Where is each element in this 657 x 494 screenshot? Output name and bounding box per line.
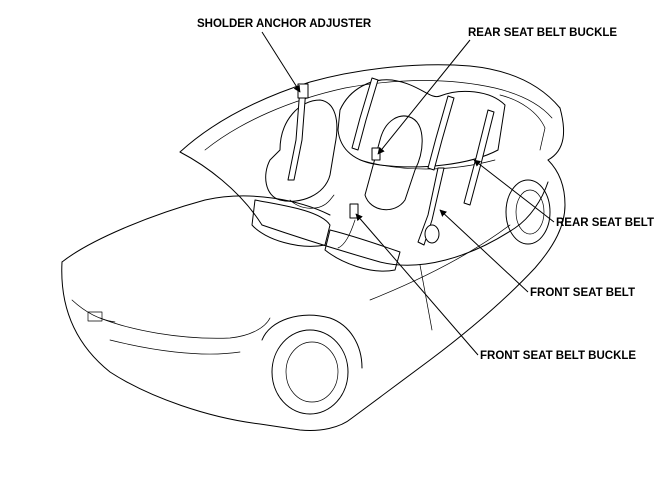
label-front-seat-belt-buckle: FRONT SEAT BELT BUCKLE [480,350,637,362]
label-front-seat-belt: FRONT SEAT BELT [530,287,635,299]
label-shoulder-anchor-adjuster: SHOLDER ANCHOR ADJUSTER [197,18,372,30]
leader-rear-belt [473,159,555,223]
leader-front-belt [439,209,529,293]
seats [251,79,506,272]
label-rear-seat-belt-buckle: REAR SEAT BELT BUCKLE [468,27,618,39]
rear-buckle-mark [371,147,381,161]
front-buckle-mark [349,203,359,219]
front-seat-belt-strap [417,167,445,246]
leader-rear-buckle [377,39,471,155]
label-rear-seat-belt: REAR SEAT BELT [556,217,654,229]
rear-seat-belt-strap [463,109,495,206]
seat-belts [287,77,495,249]
leader-front-buckle [355,213,479,356]
shoulder-anchor-belt [287,87,307,181]
leader-shoulder-anchor [261,31,301,93]
